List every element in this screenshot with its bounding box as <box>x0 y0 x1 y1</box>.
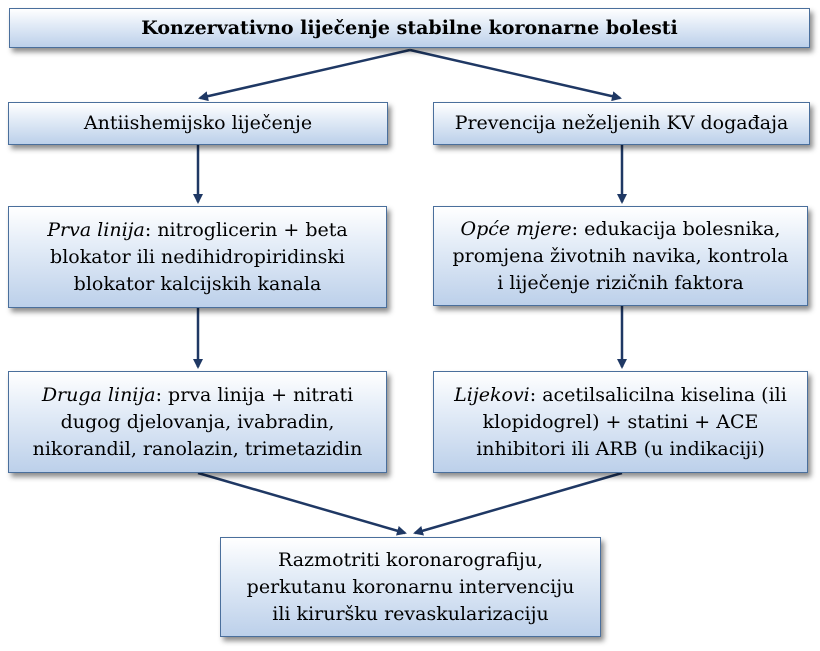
bottom-box: Razmotriti koronarografiju, perkutanu ko… <box>220 537 601 637</box>
arrow-left-step2-to-bottom <box>197 471 407 536</box>
left-header-box: Antiishemijsko liječenje <box>8 102 388 145</box>
left-header-text: Antiishemijsko liječenje <box>83 112 313 134</box>
right-step2-box: Lijekovi: acetilsalicilna kiselina (ili … <box>433 371 808 473</box>
right-step1-line1: : edukacija bolesnika, <box>571 217 781 240</box>
right-step1-label: Opće mjere <box>460 217 572 240</box>
left-step2-label: Druga linija <box>41 383 156 406</box>
arrow-title-to-right <box>409 48 622 102</box>
left-step2-line3: nikorandil, ranolazin, trimetazidin <box>32 437 363 460</box>
arrow-right-step2-to-bottom <box>413 471 623 536</box>
right-step1-text: Opće mjere: edukacija bolesnika, promjen… <box>453 216 789 297</box>
right-step2-line3: inhibitori ili ARB (u indikaciji) <box>476 437 765 460</box>
left-step1-label: Prva linija <box>47 218 145 241</box>
left-step1-box: Prva linija: nitroglicerin + beta blokat… <box>8 206 387 308</box>
right-step2-text: Lijekovi: acetilsalicilna kiselina (ili … <box>454 382 787 463</box>
right-step1-line3: i liječenje rizičnih faktora <box>497 271 744 294</box>
left-step1-line1: : nitroglicerin + beta <box>144 218 348 241</box>
title-box: Konzervativno liječenje stabilne koronar… <box>9 8 810 48</box>
left-step2-box: Druga linija: prva linija + nitrati dugo… <box>8 371 387 473</box>
bottom-line2: perkutanu koronarnu intervenciju <box>246 575 575 598</box>
bottom-text: Razmotriti koronarografiju, perkutanu ko… <box>247 547 575 628</box>
right-step2-line1: : acetilsalicilna kiselina (ili <box>529 383 787 406</box>
left-step2-text: Druga linija: prva linija + nitrati dugo… <box>33 382 363 463</box>
right-step2-line2: klopidogrel) + statini + ACE <box>482 410 759 433</box>
left-step1-text: Prva linija: nitroglicerin + beta blokat… <box>47 217 348 298</box>
left-step2-line2: dugog djelovanja, ivabradin, <box>60 410 335 433</box>
right-step2-label: Lijekovi <box>454 383 530 406</box>
right-step1-box: Opće mjere: edukacija bolesnika, promjen… <box>433 206 808 306</box>
right-header-box: Prevencija neželjenih KV događaja <box>433 102 810 145</box>
left-step2-line1: : prva linija + nitrati <box>155 383 354 406</box>
right-step1-line2: promjena životnih navika, kontrola <box>452 244 789 267</box>
right-header-text: Prevencija neželjenih KV događaja <box>454 112 789 134</box>
arrow-title-to-left <box>198 48 411 102</box>
bottom-line3: ili kiruršku revaskularizaciju <box>272 602 549 625</box>
bottom-line1: Razmotriti koronarografiju, <box>277 548 544 571</box>
left-step1-line2: blokator ili nedihidropiridinski <box>50 245 345 268</box>
diagram-title: Konzervativno liječenje stabilne koronar… <box>141 16 678 39</box>
left-step1-line3: blokator kalcijskih kanala <box>73 272 322 295</box>
